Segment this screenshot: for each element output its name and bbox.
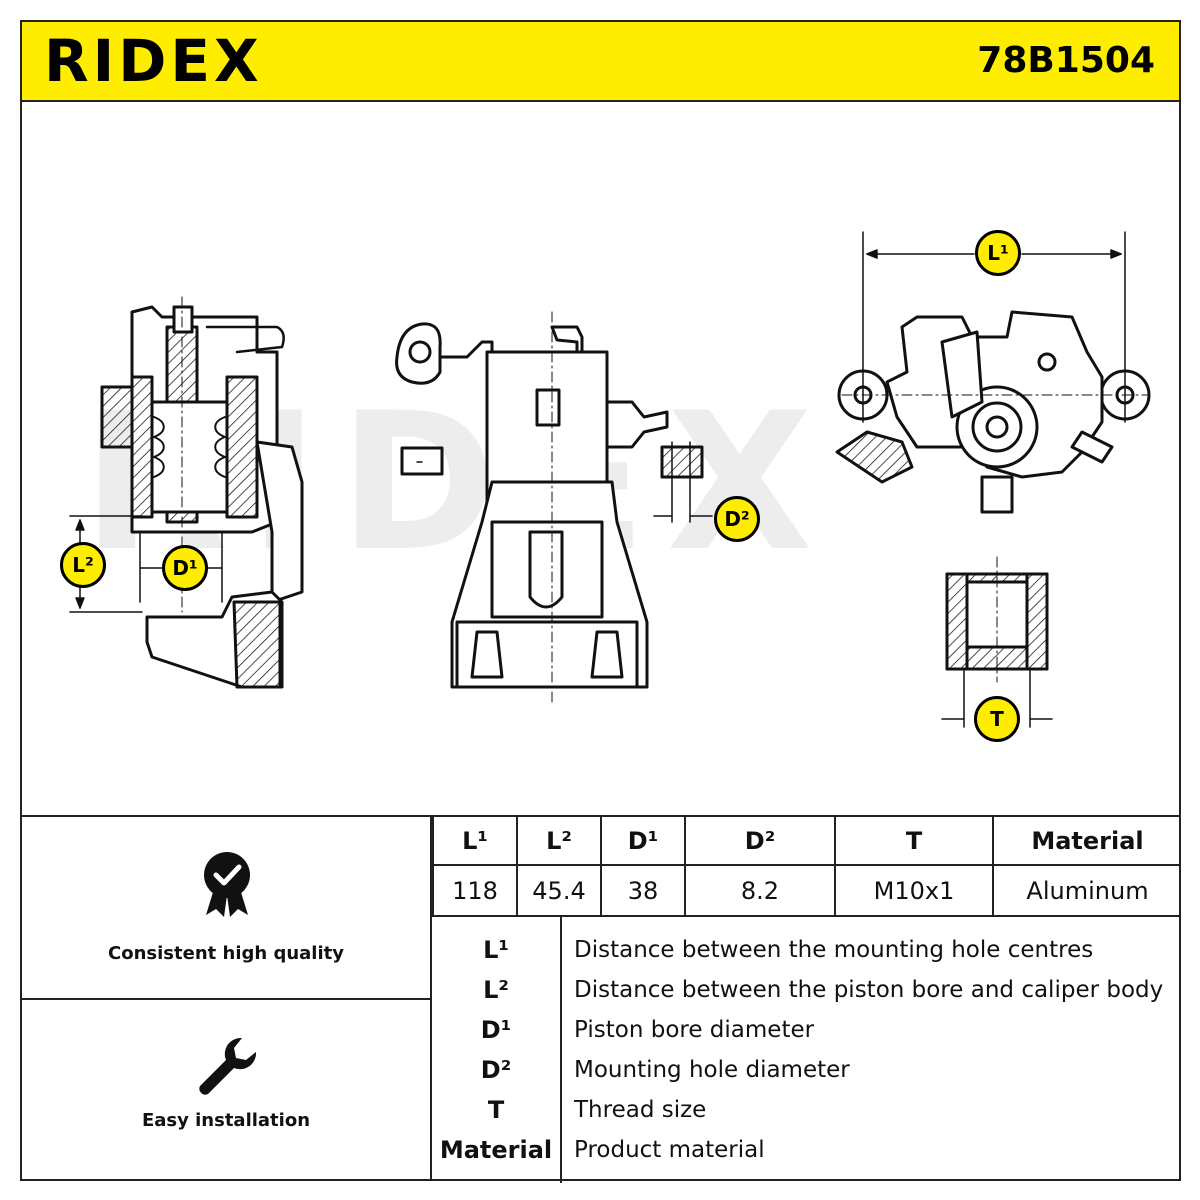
legend-row: L² Distance between the piston bore and …	[432, 970, 1181, 1010]
legend-row: Material Product material	[432, 1130, 1181, 1170]
legend-key: T	[487, 1096, 505, 1124]
legend-desc: Distance between the mounting hole centr…	[574, 937, 1094, 963]
legend-key: D²	[480, 1056, 512, 1084]
legend-row: D² Mounting hole diameter	[432, 1050, 1181, 1090]
spec-value-l2: 45.4	[516, 864, 602, 917]
legend-key: Material	[439, 1136, 553, 1164]
spec-value-d2: 8.2	[684, 864, 836, 917]
spec-value-l1: 118	[432, 864, 518, 917]
legend-key: L²	[483, 976, 509, 1004]
legend-divider	[560, 917, 562, 1183]
wrench-icon	[199, 1037, 257, 1095]
legend-row: D¹ Piston bore diameter	[432, 1010, 1181, 1050]
spec-table: L¹ L² D¹ D² T Material 118 45.4 38 8.2 M…	[432, 817, 1181, 917]
caliper-rear-view	[835, 310, 1151, 514]
spec-header-l1: L¹	[432, 817, 518, 867]
spec-value-material: Aluminum	[992, 864, 1181, 917]
legend-desc: Piston bore diameter	[574, 1017, 815, 1043]
caliper-drawings	[69, 231, 1151, 728]
legend-desc: Distance between the piston bore and cal…	[574, 977, 1164, 1003]
legend-desc: Product material	[574, 1137, 765, 1163]
spec-value-d1: 38	[600, 864, 686, 917]
spec-header-t: T	[834, 817, 994, 867]
brand-logo: RIDEX	[44, 27, 263, 95]
caliper-front-view	[395, 311, 704, 703]
feature-quality-label: Consistent high quality	[108, 943, 344, 964]
legend-row: T Thread size	[432, 1090, 1181, 1130]
dimension-l1	[862, 231, 1126, 423]
badge-d1: D¹	[162, 545, 208, 591]
badge-l2: L²	[60, 542, 106, 588]
feature-installation: Easy installation	[22, 1000, 430, 1183]
spec-value-t: M10x1	[834, 864, 994, 917]
spec-header-d1: D¹	[600, 817, 686, 867]
badge-l1: L¹	[975, 230, 1021, 276]
legend-key: L¹	[483, 936, 509, 964]
spec-value-row: 118 45.4 38 8.2 M10x1 Aluminum	[432, 864, 1181, 917]
badge-t: T	[974, 696, 1020, 742]
feature-quality: Consistent high quality	[22, 817, 430, 1000]
legend-desc: Mounting hole diameter	[574, 1057, 850, 1083]
features-panel: Consistent high quality Easy installatio…	[22, 817, 432, 1181]
technical-drawing: RIDEX	[22, 102, 1179, 815]
spec-header-row: L¹ L² D¹ D² T Material	[432, 817, 1181, 867]
part-number: 78B1504	[977, 40, 1155, 81]
quality-badge-icon	[204, 852, 250, 917]
header-bar: RIDEX 78B1504	[22, 22, 1179, 102]
spec-header-l2: L²	[516, 817, 602, 867]
legend: L¹ Distance between the mounting hole ce…	[432, 917, 1181, 1183]
product-sheet: RIDEX 78B1504 RIDEX	[20, 20, 1181, 1183]
feature-installation-label: Easy installation	[141, 1110, 311, 1131]
specs-section: Consistent high quality Easy installatio…	[22, 815, 1181, 1183]
caliper-section-view	[100, 296, 304, 689]
dimension-d1	[139, 531, 223, 603]
spec-header-material: Material	[992, 817, 1181, 867]
spec-header-d2: D²	[684, 817, 836, 867]
thread-detail-view	[941, 556, 1053, 728]
legend-key: D¹	[480, 1016, 512, 1044]
dimension-d2	[653, 441, 713, 523]
legend-desc: Thread size	[574, 1097, 707, 1123]
legend-row: L¹ Distance between the mounting hole ce…	[432, 930, 1181, 970]
badge-d2: D²	[714, 496, 760, 542]
